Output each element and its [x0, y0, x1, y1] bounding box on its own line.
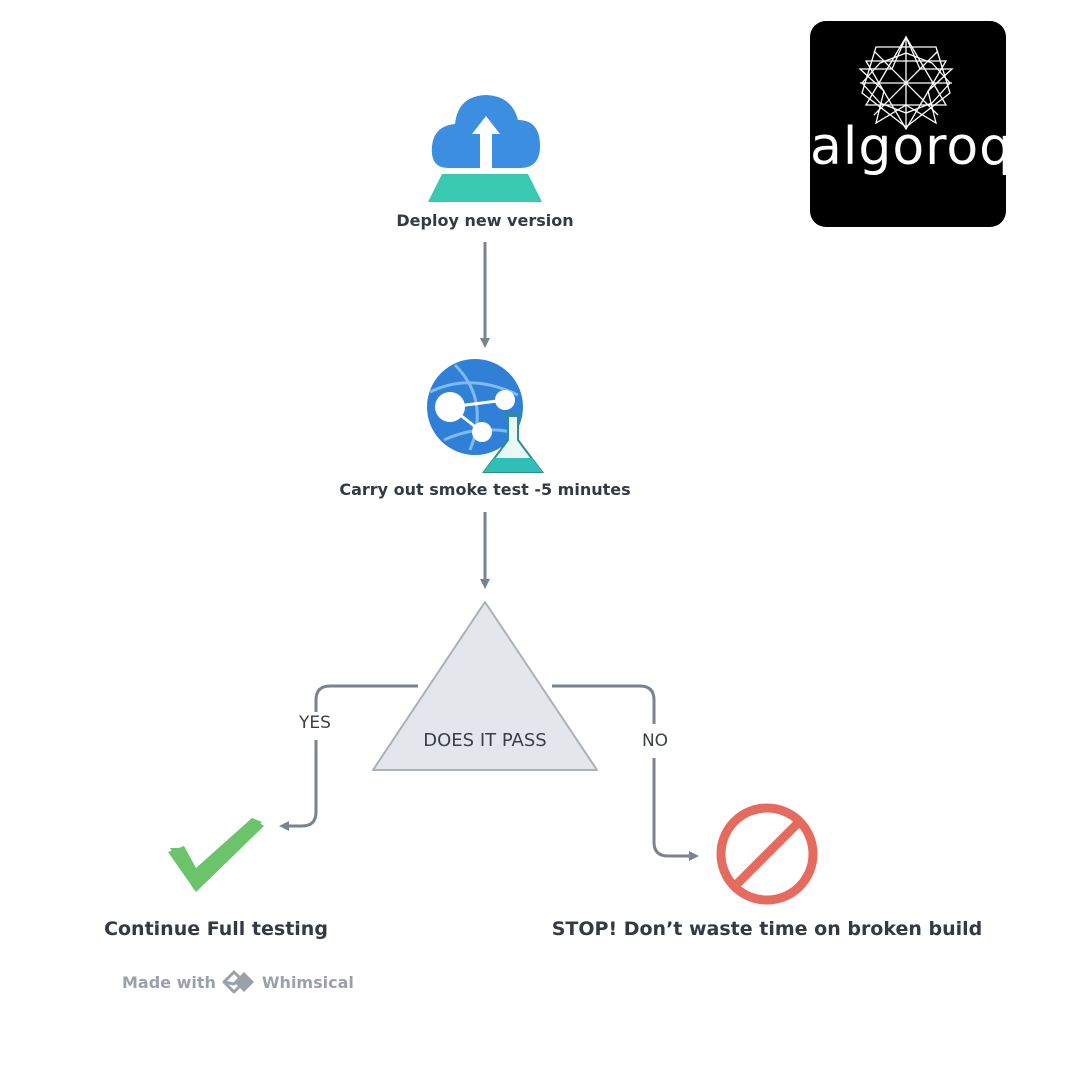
no-edge-label: NO	[641, 731, 669, 751]
made-with-label: Made with	[122, 972, 216, 992]
fail-node-label: STOP! Don’t waste time on broken build	[551, 918, 983, 940]
pass-node-label: Continue Full testing	[104, 918, 328, 940]
smoke-test-node-label: Carry out smoke test -5 minutes	[339, 480, 631, 499]
decision-node	[372, 601, 598, 771]
prohibited-icon	[716, 803, 818, 905]
algoroq-logo: algoroq	[810, 21, 1006, 227]
web-app-test-icon	[427, 359, 544, 473]
yes-edge-label: YES	[299, 713, 331, 733]
connector-no	[552, 684, 699, 861]
whimsical-logo-icon	[222, 970, 254, 994]
cloud-upload-icon	[428, 95, 542, 202]
logo-text: algoroq	[810, 117, 1006, 177]
decision-label: DOES IT PASS	[423, 730, 547, 751]
star-polygon-icon	[858, 35, 954, 131]
connector-yes	[279, 684, 418, 831]
deploy-node-label: Deploy new version	[396, 211, 574, 230]
made-with-footer[interactable]: Made with Whimsical	[122, 970, 354, 994]
checkmark-icon	[168, 818, 264, 892]
tool-name: Whimsical	[261, 972, 354, 992]
